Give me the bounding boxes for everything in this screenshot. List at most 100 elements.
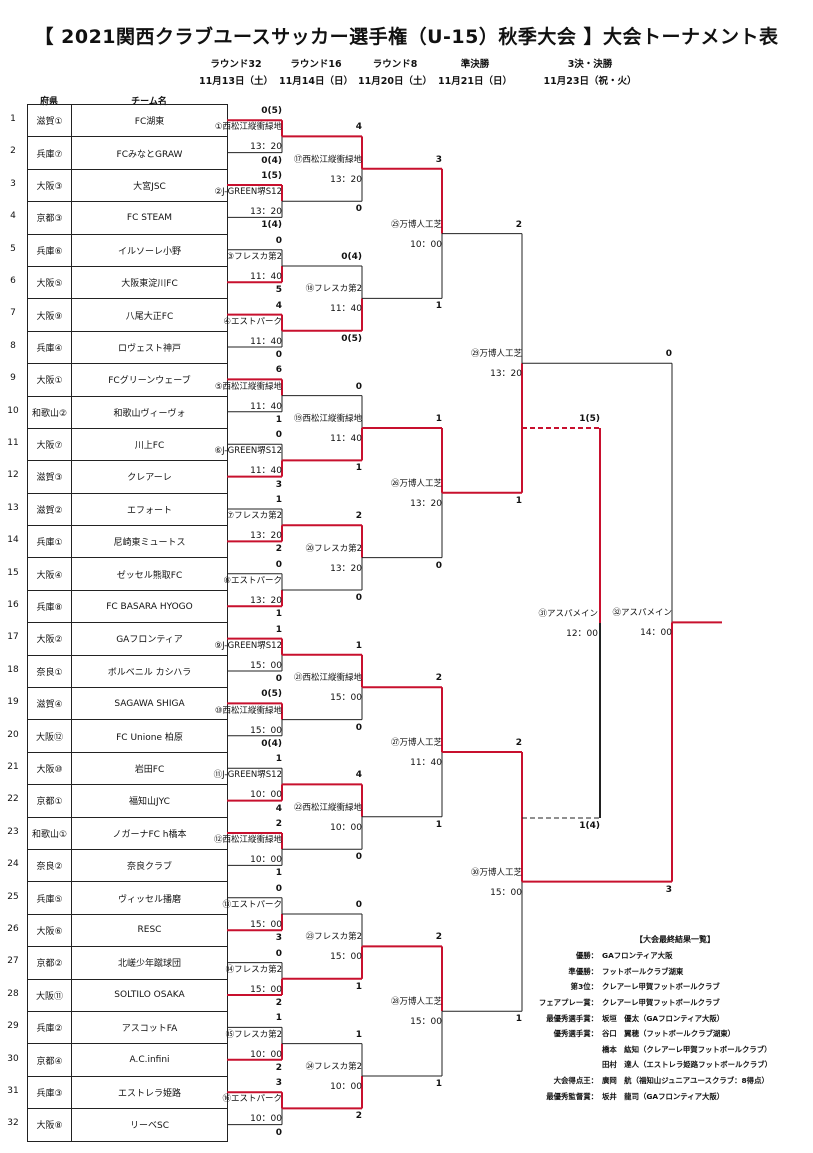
score-bottom: 1 bbox=[275, 868, 282, 879]
score-top: 1 bbox=[275, 754, 282, 765]
score-top: 0(5) bbox=[261, 106, 282, 117]
score-bottom: 0 bbox=[355, 204, 362, 215]
team-number: 6 bbox=[10, 276, 16, 286]
result-value: 橋本 紘知（クレアーレ甲賀フットボールクラブ） bbox=[602, 1044, 772, 1054]
team-number: 27 bbox=[7, 956, 19, 967]
team-name: 大阪東淀川FC bbox=[71, 265, 228, 300]
team-number: 17 bbox=[7, 632, 19, 643]
score-bottom: 4 bbox=[275, 803, 282, 814]
team-prefecture: 京都③ bbox=[27, 201, 72, 235]
match-venue: ⑳フレスカ第2 bbox=[305, 543, 362, 554]
result-key: 優勝： bbox=[575, 951, 598, 961]
score-bottom: 0(4) bbox=[261, 738, 282, 749]
score-top: 0 bbox=[355, 381, 362, 392]
score-bottom: 1 bbox=[515, 495, 522, 506]
team-number: 3 bbox=[10, 178, 16, 189]
team-number: 23 bbox=[7, 826, 19, 837]
match-venue: ⑫西松江縦衝緑地 bbox=[213, 835, 282, 846]
score-top: 0 bbox=[275, 559, 282, 570]
team-name: ヴィッセル播磨 bbox=[71, 881, 228, 915]
match-venue: ⑧エストパーク bbox=[223, 576, 282, 586]
score-bottom: 1 bbox=[435, 1079, 442, 1089]
match-venue: ⑥J-GREEN堺S12 bbox=[214, 446, 282, 457]
match-time: 13：20 bbox=[250, 596, 282, 606]
match-time: 13：20 bbox=[250, 207, 282, 218]
match-time: 13：20 bbox=[250, 142, 282, 153]
team-prefecture: 大阪⑦ bbox=[27, 427, 72, 462]
match-time: 11：40 bbox=[330, 434, 362, 444]
team-prefecture: 京都② bbox=[27, 946, 72, 980]
third-venue: ㉛アスパメイン bbox=[538, 609, 598, 619]
team-prefecture: 大阪⑤ bbox=[27, 265, 72, 300]
round-date: 11月20日（土） bbox=[358, 76, 432, 87]
team-number: 11 bbox=[7, 438, 19, 448]
score-top: 3 bbox=[435, 154, 442, 165]
score-top: 1 bbox=[355, 1029, 362, 1040]
team-prefecture: 大阪③ bbox=[27, 168, 72, 203]
score-bottom: 2 bbox=[275, 998, 282, 1008]
team-name: イルソーレ小野 bbox=[71, 233, 228, 267]
team-number: 32 bbox=[7, 1118, 19, 1129]
team-number: 2 bbox=[10, 146, 16, 157]
result-value: 坂井 龍司（GAフロンティア大阪） bbox=[602, 1091, 725, 1101]
score-top: 1 bbox=[275, 495, 282, 505]
match-time: 11：40 bbox=[250, 401, 282, 412]
score-bottom: 3 bbox=[275, 479, 282, 490]
match-venue: ⑨J-GREEN堺S12 bbox=[214, 640, 282, 651]
team-name: SOLTILO OSAKA bbox=[71, 978, 228, 1012]
score-top: 4 bbox=[355, 770, 362, 781]
team-number: 7 bbox=[10, 308, 16, 319]
match-venue: ⑰西松江縦衝緑地 bbox=[293, 154, 362, 165]
team-prefecture: 兵庫③ bbox=[27, 1075, 72, 1110]
team-number: 16 bbox=[7, 600, 19, 610]
match-time: 13：20 bbox=[330, 563, 362, 574]
team-number: 14 bbox=[7, 535, 19, 546]
team-name: ロヴェスト神戸 bbox=[71, 330, 228, 365]
score-top: 2 bbox=[435, 932, 442, 943]
team-number: 12 bbox=[7, 470, 19, 481]
round-date: 11月21日（日） bbox=[438, 76, 512, 87]
match-time: 15：00 bbox=[250, 984, 282, 995]
match-venue: ㉗万博人工芝 bbox=[390, 738, 442, 748]
result-row: 最優秀選手賞：坂垣 優太（GAフロンティア大阪） bbox=[520, 1010, 810, 1026]
match-time: 13：20 bbox=[490, 369, 522, 380]
match-time: 11：40 bbox=[330, 304, 362, 315]
match-time: 11：40 bbox=[250, 336, 282, 347]
team-number: 8 bbox=[10, 340, 16, 351]
result-row: 橋本 紘知（クレアーレ甲賀フットボールクラブ） bbox=[520, 1042, 810, 1058]
match-time: 13：20 bbox=[330, 174, 362, 185]
match-venue: ⑩西松江縦衝緑地 bbox=[214, 705, 282, 716]
match-time: 13：20 bbox=[410, 498, 442, 509]
team-name: FCグリーンウェーブ bbox=[71, 363, 228, 397]
match-venue: ⑱フレスカ第2 bbox=[305, 284, 362, 295]
score-bottom: 0 bbox=[355, 722, 362, 733]
score-bottom: 2 bbox=[275, 1062, 282, 1073]
match-time: 10：00 bbox=[250, 790, 282, 801]
team-prefecture: 大阪⑥ bbox=[27, 913, 72, 948]
score-top: 1 bbox=[435, 414, 442, 424]
team-number: 15 bbox=[7, 567, 19, 578]
result-key: 準優勝： bbox=[568, 966, 598, 976]
result-row: 最優秀監督賞：坂井 龍司（GAフロンティア大阪） bbox=[520, 1088, 810, 1104]
result-row: 準優勝：フットボールクラブ湖東 bbox=[520, 964, 810, 980]
score-bottom: 1 bbox=[435, 301, 442, 312]
team-prefecture: 和歌山① bbox=[27, 816, 72, 850]
team-number: 26 bbox=[7, 924, 19, 934]
team-prefecture: 兵庫⑥ bbox=[27, 233, 72, 267]
result-key: 最優秀選手賞： bbox=[546, 1013, 598, 1023]
score-top: 2 bbox=[515, 219, 522, 230]
page-title: 【 2021関西クラブユースサッカー選手権（U-15）秋季大会 】大会トーナメン… bbox=[34, 26, 779, 48]
score-top: 1 bbox=[355, 640, 362, 651]
result-key: 優秀選手賞： bbox=[553, 1029, 598, 1039]
result-row: 優秀選手賞：谷口 翼穂（フットボールクラブ湖東） bbox=[520, 1026, 810, 1042]
match-venue: ⑬エストパーク bbox=[222, 900, 282, 910]
